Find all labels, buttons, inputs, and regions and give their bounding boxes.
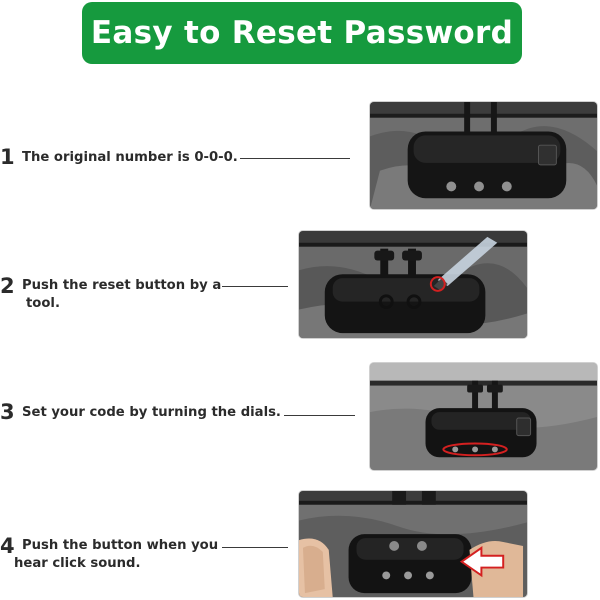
step-text-line: Push the reset button by a bbox=[22, 278, 222, 293]
step-text-line: hear click sound. bbox=[14, 556, 141, 571]
leader-line bbox=[284, 415, 355, 416]
lock-dials-highlighted-icon bbox=[370, 363, 597, 470]
leader-line bbox=[222, 286, 288, 287]
step-text-line: Push the button when you bbox=[22, 538, 219, 553]
step-number: 4 bbox=[0, 534, 15, 558]
step-4-photo bbox=[298, 490, 528, 598]
step-number: 2 bbox=[0, 274, 15, 298]
step-text-line: Set your code by turning the dials. bbox=[22, 405, 281, 420]
leader-line bbox=[240, 158, 350, 159]
step-2-photo bbox=[298, 230, 528, 339]
combination-lock-dials-zero-icon bbox=[370, 102, 597, 209]
step-number: 1 bbox=[0, 145, 15, 169]
title-banner: Easy to Reset Password bbox=[82, 2, 522, 64]
lock-reset-button-tool-icon bbox=[299, 231, 527, 338]
step-1-photo bbox=[369, 101, 598, 210]
lock-button-push-arrow-icon bbox=[299, 491, 527, 597]
page-title: Easy to Reset Password bbox=[90, 15, 514, 51]
step-text-line: The original number is 0-0-0. bbox=[22, 150, 238, 165]
step-text-line: tool. bbox=[26, 296, 60, 311]
step-number: 3 bbox=[0, 400, 15, 424]
leader-line bbox=[222, 547, 288, 548]
step-3-photo bbox=[369, 362, 598, 471]
